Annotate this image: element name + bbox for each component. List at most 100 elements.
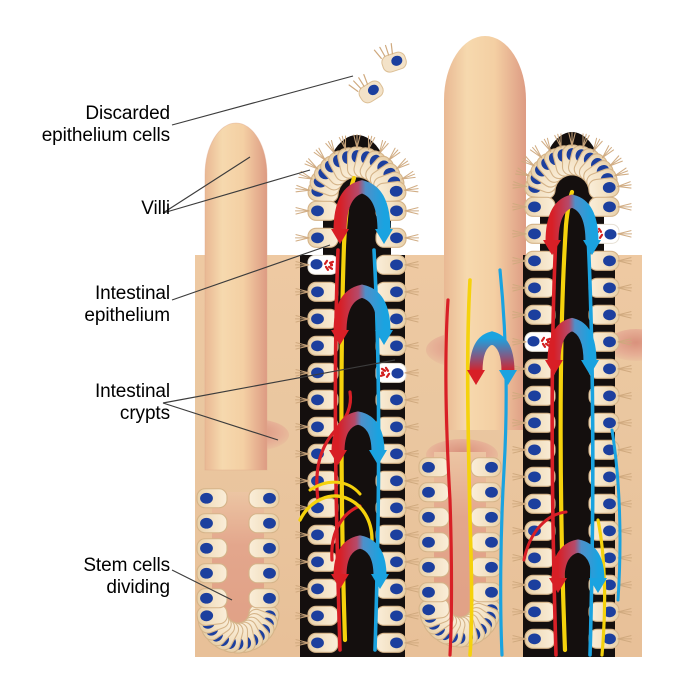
epithelium-cell xyxy=(307,578,339,599)
epithelium-cell xyxy=(418,532,450,553)
epithelium-cell xyxy=(524,547,556,568)
label-discarded-epithelium-cells: Discarded epithelium cells xyxy=(41,103,170,146)
capillary-arch-right-upper xyxy=(545,194,599,243)
venule-arrow xyxy=(589,578,607,593)
microvilli xyxy=(313,147,329,163)
venule-arrow xyxy=(369,450,387,465)
epithelium-cell xyxy=(307,335,339,356)
leader-line-intestinal-crypts-0 xyxy=(162,402,279,441)
epithelium-cell xyxy=(524,250,556,271)
epithelium-cell xyxy=(418,482,450,503)
epithelium-cell xyxy=(307,200,339,221)
arteriole-arrow xyxy=(549,578,567,593)
venule-arrow xyxy=(375,330,393,345)
epithelium-cell xyxy=(248,538,280,559)
epithelium-cell xyxy=(375,335,407,356)
capillary-arch-left-deep xyxy=(331,411,385,453)
venule-right-villus xyxy=(586,233,595,657)
epithelium-cell xyxy=(307,497,339,518)
goblet-cell xyxy=(306,254,340,276)
lacteal-center xyxy=(465,278,474,657)
capillary-arch-left-upper xyxy=(333,180,391,232)
capillary-arch-right-mid xyxy=(547,317,597,363)
microvilli xyxy=(294,207,310,215)
epithelium-cell xyxy=(375,389,407,410)
lacteal-deep-right xyxy=(596,518,607,657)
capillary-arch-left-lower xyxy=(333,284,391,333)
leader-lines xyxy=(162,75,396,601)
arteriole-arrow xyxy=(331,330,349,345)
right-sectioned-villus xyxy=(511,131,633,657)
capillary-arch-bottom-right xyxy=(551,539,605,581)
epithelium-cell xyxy=(375,254,407,275)
epithelium-cell xyxy=(524,304,556,325)
epithelium-cell xyxy=(307,605,339,626)
venule-arrow xyxy=(375,229,393,244)
venule-arrow xyxy=(499,370,517,385)
discarded-cell-upper xyxy=(373,43,407,73)
arteriole-deep-right xyxy=(522,510,568,562)
venule-far-right xyxy=(610,428,622,602)
goblet-cell xyxy=(374,362,408,384)
epithelium-cell xyxy=(196,488,228,509)
epithelium-cell xyxy=(588,304,620,325)
capillary-arch-bottom-left xyxy=(333,535,387,577)
microvilli xyxy=(294,234,310,242)
epithelium-cell xyxy=(375,470,407,491)
epithelium-cell xyxy=(196,513,228,534)
microvilli xyxy=(599,144,615,161)
epithelium-cell xyxy=(196,563,228,584)
arteriole-arrow xyxy=(467,370,485,385)
arteriole-center xyxy=(444,298,454,657)
epithelium-cell xyxy=(307,551,339,572)
epithelium-cell xyxy=(588,277,620,298)
epithelium-cell xyxy=(248,588,280,609)
epithelium-cell xyxy=(307,308,339,329)
venule-arrow xyxy=(583,240,601,255)
label-intestinal-crypts: Intestinal crypts xyxy=(94,381,170,424)
leader-line-stem-cells-dividing-0 xyxy=(171,569,233,601)
arteriole-right-villus xyxy=(550,233,558,657)
epithelium-cell xyxy=(196,588,228,609)
epithelium-cell xyxy=(375,497,407,518)
epithelium-cell xyxy=(470,582,502,603)
epithelium-cell xyxy=(418,582,450,603)
epithelium-cell xyxy=(375,632,407,653)
microvilli xyxy=(404,234,420,242)
leader-line-intestinal-crypts-1 xyxy=(162,359,396,404)
vessel-network xyxy=(298,175,622,657)
epithelium-cell xyxy=(248,488,280,509)
venule-arrow xyxy=(371,574,389,589)
arteriole-arrow xyxy=(545,360,563,375)
label-intestinal-epithelium: Intestinal epithelium xyxy=(84,283,170,326)
label-villi: Villi xyxy=(141,198,170,219)
epithelium-cell xyxy=(375,524,407,545)
epithelium-cell xyxy=(196,538,228,559)
leader-line-villi-0 xyxy=(162,156,251,214)
epithelium-cell xyxy=(524,628,556,649)
arteriole-deep-left-2 xyxy=(330,504,362,562)
arteriole-arrow xyxy=(329,450,347,465)
epithelium-cell xyxy=(524,493,556,514)
leader-line-villi-1 xyxy=(162,169,311,214)
epithelium-cell xyxy=(418,457,450,478)
epithelium-cell xyxy=(418,557,450,578)
venule-arrow xyxy=(581,360,599,375)
epithelium-cell xyxy=(524,277,556,298)
epithelium-cell xyxy=(524,466,556,487)
epithelium-cell xyxy=(248,563,280,584)
epithelium-cell xyxy=(418,507,450,528)
discarded-cell-lower xyxy=(348,74,384,104)
left-crypt-stem-cells xyxy=(195,488,281,655)
microvilli xyxy=(617,203,633,211)
venule-center xyxy=(498,268,508,657)
microvilli xyxy=(385,147,401,163)
left-intact-villus xyxy=(204,122,268,471)
arteriole-deep-left xyxy=(315,390,353,502)
epithelium-cell xyxy=(470,482,502,503)
epithelium-cell xyxy=(588,250,620,271)
arteriole-arrow xyxy=(331,229,349,244)
epithelium-cell xyxy=(248,513,280,534)
